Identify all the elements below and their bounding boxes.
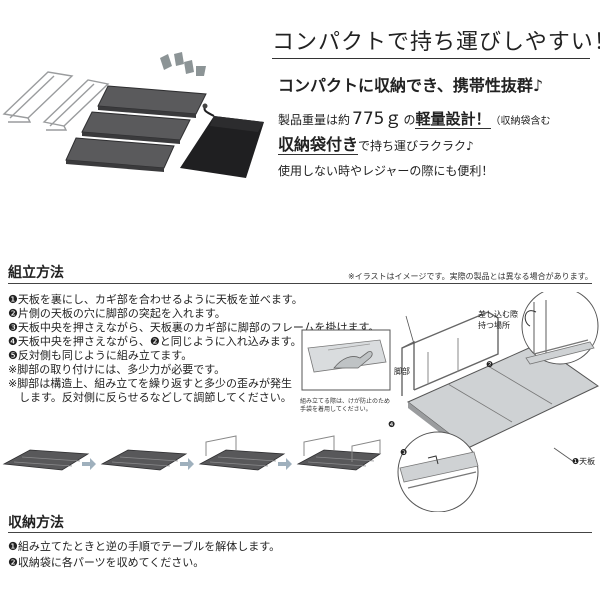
storage-steps: ❶組み立てたときと逆の手順でテーブルを解体します。 ❷収納袋に各パーツを収めてく… — [8, 540, 280, 572]
table-panel-illustration — [65, 85, 207, 172]
leg-label: 脚部 — [394, 367, 410, 376]
assembly-steps: ❶天板を裏にし、カギ部を合わせるように天板を並べます。 ❷片側の天板の穴に脚部の… — [8, 293, 379, 405]
top-pointer-line — [553, 447, 575, 463]
assembly-step: ❶天板を裏にし、カギ部を合わせるように天板を並べます。 — [8, 293, 303, 306]
weight-prefix: 製品重量は約 — [278, 113, 351, 127]
flow-stage-3 — [198, 435, 286, 471]
assembly-header: 組立方法 — [8, 265, 64, 281]
glove-caption: 組み立てる際は、けが防止のため 手袋を着用してください。 — [300, 398, 390, 414]
flow-stage-1 — [2, 449, 90, 471]
storage-step: ❷収納袋に各パーツを収めてください。 — [8, 556, 205, 569]
weight-value: 775ｇ — [352, 109, 402, 129]
assembly-note: します。反対側に反らせるなどして調節してください。 — [8, 391, 292, 404]
assembly-flow-diagram — [2, 435, 382, 471]
assembly-divider — [8, 283, 592, 284]
flow-stage-4 — [296, 435, 382, 471]
storage-step: ❶組み立てたときと逆の手順でテーブルを解体します。 — [8, 540, 281, 553]
feature-leisure: 使用しない時やレジャーの際にも便利！ — [278, 164, 494, 178]
assembly-step: ❹天板中央を押さえながら、❷と同じように入れ込みます。 — [8, 335, 302, 348]
image-disclaimer: ※イラストはイメージです。実際の製品とは異なる場合があります。 — [348, 272, 593, 281]
assembly-step: ❺反対側も同じように組み立てます。 — [8, 349, 193, 362]
assembly-step: ❸天板中央を押さえながら、天板裏のカギ部に脚部のフレームを掛けます。 — [8, 321, 380, 334]
marker-2: ❷ — [486, 360, 494, 369]
hardware-parts-illustration — [160, 52, 206, 76]
grip-label-1: 差し込む際 — [478, 310, 518, 319]
weight-mid: の — [403, 113, 416, 127]
storage-bag-highlight: 収納袋付き — [278, 135, 359, 155]
leg-frame-illustration — [2, 71, 110, 131]
glove-caption-line-1: 組み立てる際は、けが防止のため — [300, 398, 391, 405]
storage-header: 収納方法 — [8, 515, 64, 531]
weight-suffix: （収納袋含む — [490, 116, 551, 127]
storage-divider — [8, 532, 592, 533]
assembly-note: ※脚部は構造上、組み立てを繰り返すと多少の歪みが発生 — [8, 377, 292, 390]
assembly-step: ❷片側の天板の穴に脚部の突起を入れます。 — [8, 307, 226, 320]
weight-highlight: 軽量設計！ — [415, 110, 491, 129]
table-top-label: ❶天板 — [572, 457, 596, 466]
product-illustration — [2, 52, 264, 178]
marker-3: ❸ — [400, 448, 408, 457]
flow-arrow — [180, 458, 194, 470]
leg-pointer-line — [405, 315, 415, 345]
hero-title: コンパクトで持ち運びしやすい！ — [272, 30, 600, 55]
hook-detail-inset — [397, 431, 479, 512]
marker-4: ❹ — [388, 420, 396, 429]
grip-detail-inset — [521, 292, 599, 365]
flow-arrow — [82, 458, 96, 470]
assembled-table-illustration — [401, 311, 599, 454]
hero-divider — [272, 58, 590, 59]
grip-label-2: 持つ場所 — [478, 321, 510, 330]
glove-caption-line-2: 手袋を着用してください。 — [300, 406, 372, 413]
flow-arrow — [278, 458, 292, 470]
feature-storage-bag: 収納袋付きで持ち運びラクラク♪ — [278, 131, 474, 155]
storage-bag-rest: で持ち運びラクラク♪ — [358, 139, 474, 153]
hand-press-inset — [301, 329, 391, 391]
feature-compact: コンパクトに収納でき、携帯性抜群♪ — [278, 76, 544, 95]
storage-bag-illustration — [180, 103, 264, 178]
assembly-detail-diagram — [301, 292, 599, 512]
assembly-note: ※脚部の取り付けには、多少力が必要です。 — [8, 363, 226, 376]
flow-stage-2 — [100, 449, 188, 471]
